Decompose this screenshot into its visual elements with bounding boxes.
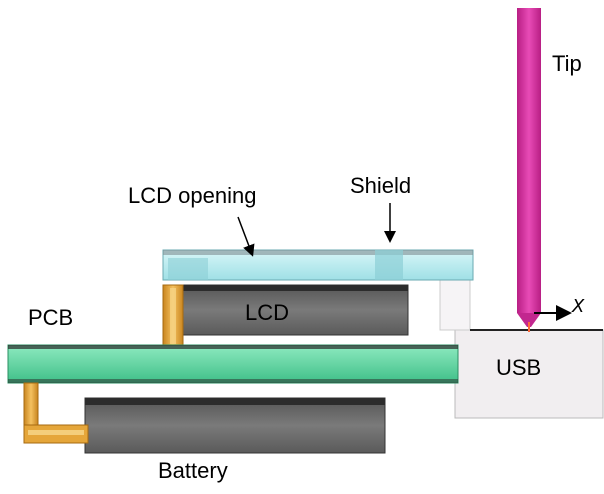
battery-part: [84, 397, 386, 454]
battery-label: Battery: [158, 458, 228, 483]
pcb-label: PCB: [28, 305, 74, 330]
lcd-opening-label: LCD opening: [128, 183, 257, 208]
probe-tip: [517, 8, 541, 332]
direction-x-marker: X: [572, 296, 585, 317]
lcd-part: [182, 284, 409, 336]
usb-connector-block: [439, 274, 604, 419]
shield-part: [162, 249, 474, 281]
usb-label: USB: [496, 355, 542, 380]
lcd-flex-connector: [162, 284, 184, 348]
pcb-part: [7, 344, 459, 384]
shield-label: Shield: [350, 173, 412, 198]
lcd-label: LCD: [245, 300, 290, 325]
tip-label: Tip: [552, 51, 582, 76]
lcd-opening-leader: [237, 216, 255, 257]
battery-connector: [23, 382, 89, 444]
